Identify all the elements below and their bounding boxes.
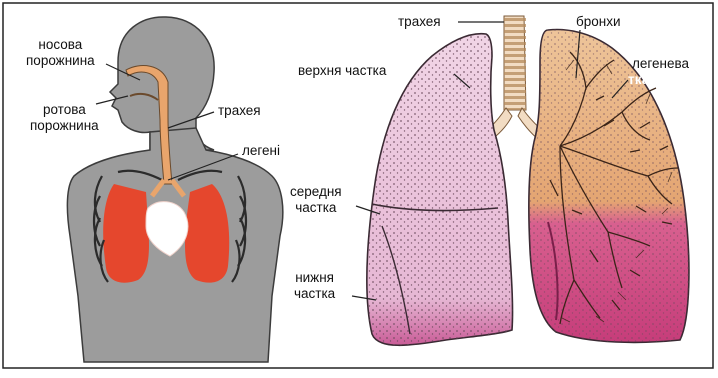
label-lung-tissue-line2: тканина [628, 72, 682, 88]
label-bronchi: бронхи [576, 14, 621, 30]
label-middle-lobe: середня частка [290, 184, 342, 216]
label-oral-cavity: ротова порожнина [30, 102, 99, 134]
right-lung [103, 184, 149, 283]
label-lung-tissue-line1: легенева [632, 56, 689, 72]
human-torso [67, 17, 282, 362]
label-upper-lobe: верхня частка [298, 63, 386, 79]
label-lower-lobe: нижня частка [294, 270, 335, 302]
label-trachea-body: трахея [218, 103, 261, 119]
label-trachea-lungs: трахея [398, 14, 441, 30]
label-nasal-cavity: носова порожнина [26, 37, 95, 69]
label-lungs-body: легені [242, 143, 280, 159]
